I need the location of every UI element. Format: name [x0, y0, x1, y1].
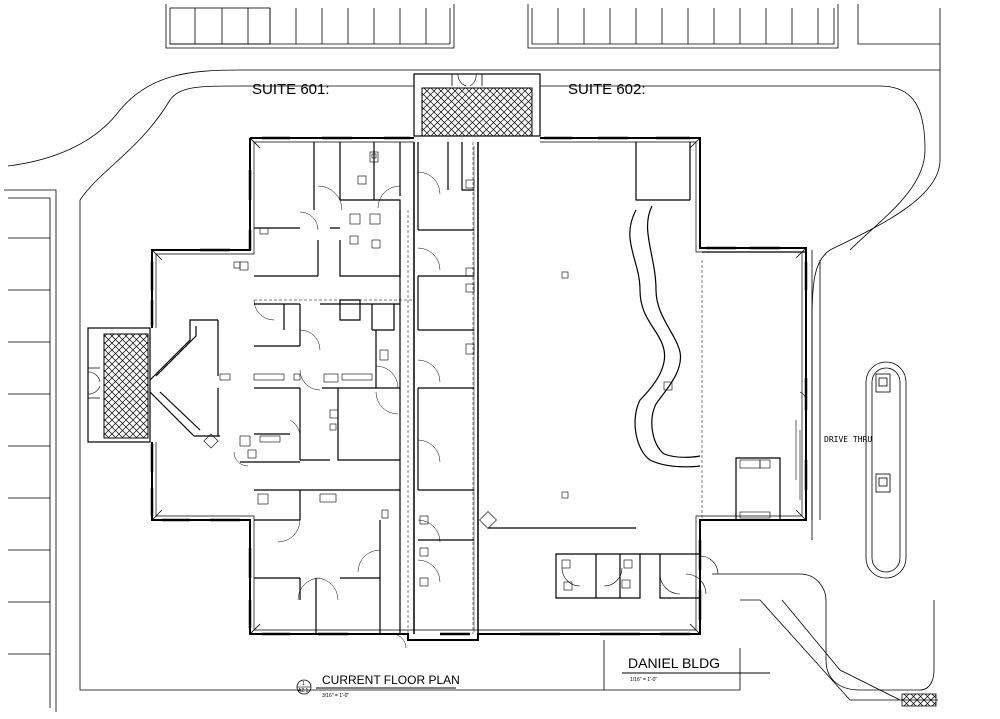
building-title-block: DANIEL BLDG 1/16" = 1'-0"	[622, 655, 770, 683]
corner-columns	[151, 137, 807, 635]
building-scale: 1/16" = 1'-0"	[630, 677, 657, 683]
site-lines	[4, 4, 941, 712]
door-swings	[233, 171, 441, 649]
plan-scale: 3/16" = 1'-0"	[322, 693, 349, 699]
demising-wall	[473, 146, 479, 632]
section-sheet: A2.1	[298, 688, 309, 694]
suite-601-label: SUITE 601:	[252, 81, 330, 98]
fixtures-601	[203, 151, 475, 587]
current-floor-plan-label: CURRENT FLOOR PLAN	[322, 673, 460, 687]
suite-602-label: SUITE 602:	[568, 81, 646, 98]
drive-thru-label: DRIVE THRU	[824, 435, 872, 444]
fixtures-602	[479, 271, 807, 595]
suite-602-walls	[488, 142, 806, 599]
west-entry	[87, 327, 151, 443]
dashed-centerlines	[254, 142, 703, 634]
building-name: DANIEL BLDG	[628, 655, 720, 671]
window-marks	[150, 136, 808, 636]
floor-plan-title: 1 A2.1 CURRENT FLOOR PLAN 3/16" = 1'-0"	[296, 673, 460, 699]
section-number: 1	[302, 681, 305, 687]
north-entry	[413, 73, 541, 137]
suite-601-walls	[149, 142, 479, 634]
